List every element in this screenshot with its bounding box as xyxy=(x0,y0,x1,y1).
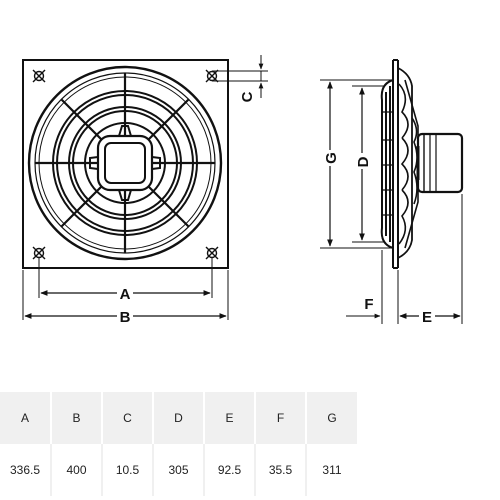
outer-ring xyxy=(27,65,223,261)
side-impeller xyxy=(398,79,419,249)
dimension-f xyxy=(346,250,410,324)
mounting-plate xyxy=(22,59,229,269)
label-b: B xyxy=(120,309,131,326)
dimension-table: A B C D E F G 336.5 400 10.5 305 92.5 35… xyxy=(0,392,357,496)
table-cell: 336.5 xyxy=(0,444,52,496)
dimension-e xyxy=(399,194,463,324)
label-g: G xyxy=(323,152,340,164)
side-guard xyxy=(380,79,394,249)
fan-dimension-drawing: A B C xyxy=(22,55,464,326)
table-header-cell: E xyxy=(204,392,256,444)
front-view xyxy=(22,59,229,269)
table-cell: 92.5 xyxy=(204,444,256,496)
table-cell: 35.5 xyxy=(255,444,307,496)
table-cell: 400 xyxy=(51,444,103,496)
dimension-c xyxy=(212,55,268,98)
side-motor xyxy=(416,132,464,194)
table-row: 336.5 400 10.5 305 92.5 35.5 311 xyxy=(0,444,357,496)
motor-housing xyxy=(89,125,161,201)
table-cell: 10.5 xyxy=(102,444,154,496)
side-flange xyxy=(392,59,413,269)
table-header-cell: D xyxy=(153,392,205,444)
side-view xyxy=(380,59,464,269)
table-header-cell: A xyxy=(0,392,52,444)
label-a: A xyxy=(120,286,131,303)
table-header-cell: B xyxy=(51,392,103,444)
table-header-cell: F xyxy=(255,392,307,444)
label-f: F xyxy=(364,296,373,313)
table-cell: 311 xyxy=(322,463,342,477)
table-cell: 305 xyxy=(153,444,205,496)
label-e: E xyxy=(422,309,432,326)
table-header-row: A B C D E F G xyxy=(0,392,357,444)
table-header-cell: G xyxy=(306,392,357,444)
table-header-cell: C xyxy=(102,392,154,444)
label-d: D xyxy=(355,156,372,167)
label-c: C xyxy=(239,91,256,102)
